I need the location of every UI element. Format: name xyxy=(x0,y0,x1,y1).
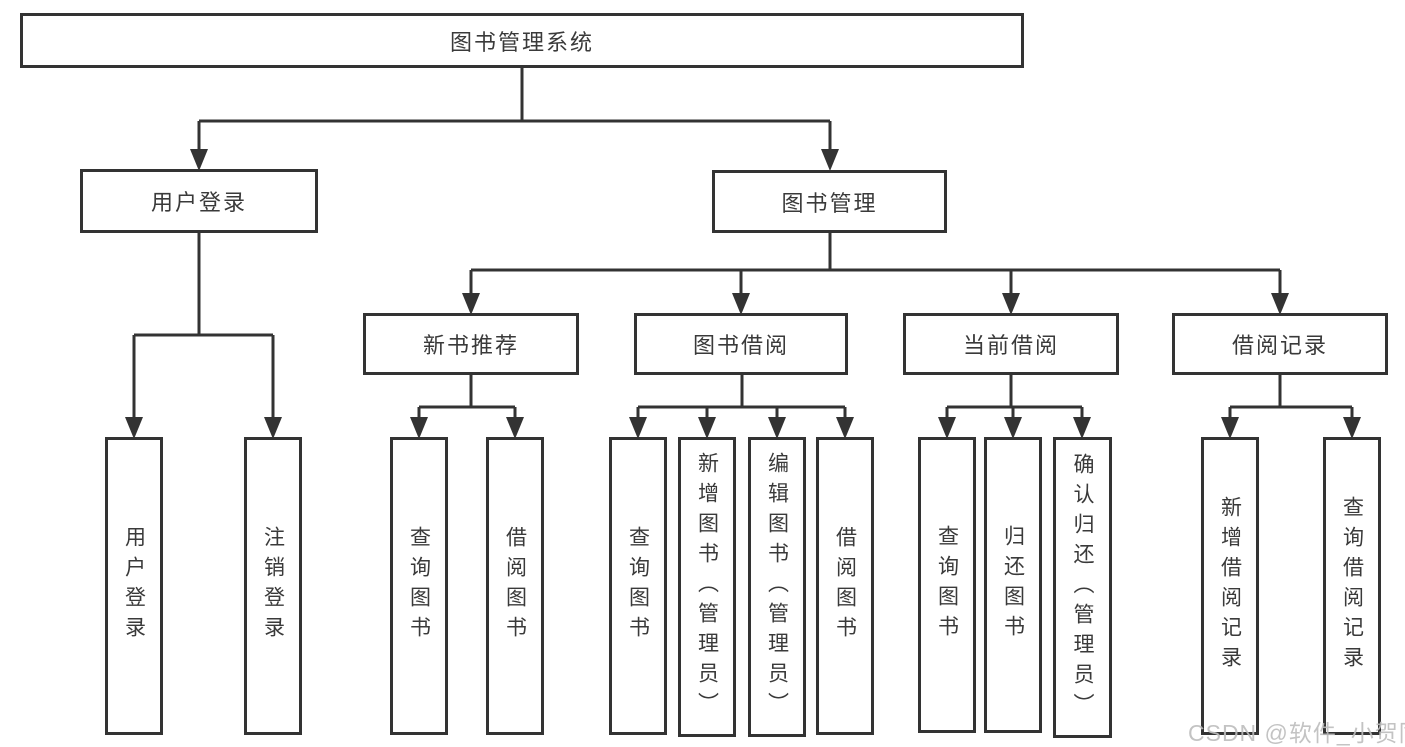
node-book-borrowing: 图书借阅 xyxy=(634,313,848,375)
node-confirm-return-admin: 确认归还（管理员） xyxy=(1053,437,1112,738)
node-add-borrow-record: 新增借阅记录 xyxy=(1201,437,1259,735)
node-current-borrowing: 当前借阅 xyxy=(903,313,1119,375)
node-borrowing-records: 借阅记录 xyxy=(1172,313,1388,375)
node-edit-books-admin: 编辑图书（管理员） xyxy=(748,437,806,737)
node-new-book-recommend: 新书推荐 xyxy=(363,313,579,375)
node-query-books-recommend: 查询图书 xyxy=(390,437,448,735)
node-root: 图书管理系统 xyxy=(20,13,1024,68)
node-borrow-books-borrowing: 借阅图书 xyxy=(816,437,874,735)
node-borrow-books-recommend: 借阅图书 xyxy=(486,437,544,735)
node-query-books-current: 查询图书 xyxy=(918,437,976,733)
node-add-books-admin: 新增图书（管理员） xyxy=(678,437,736,737)
node-logout: 注销登录 xyxy=(244,437,302,735)
watermark: CSDN @软件_小贺同学 xyxy=(1188,720,1405,746)
node-return-books: 归还图书 xyxy=(984,437,1042,733)
node-query-books-borrowing: 查询图书 xyxy=(609,437,667,735)
node-book-management: 图书管理 xyxy=(712,170,947,233)
node-query-borrow-record: 查询借阅记录 xyxy=(1323,437,1381,735)
node-user-login-branch: 用户登录 xyxy=(80,169,318,233)
node-user-login: 用户登录 xyxy=(105,437,163,735)
